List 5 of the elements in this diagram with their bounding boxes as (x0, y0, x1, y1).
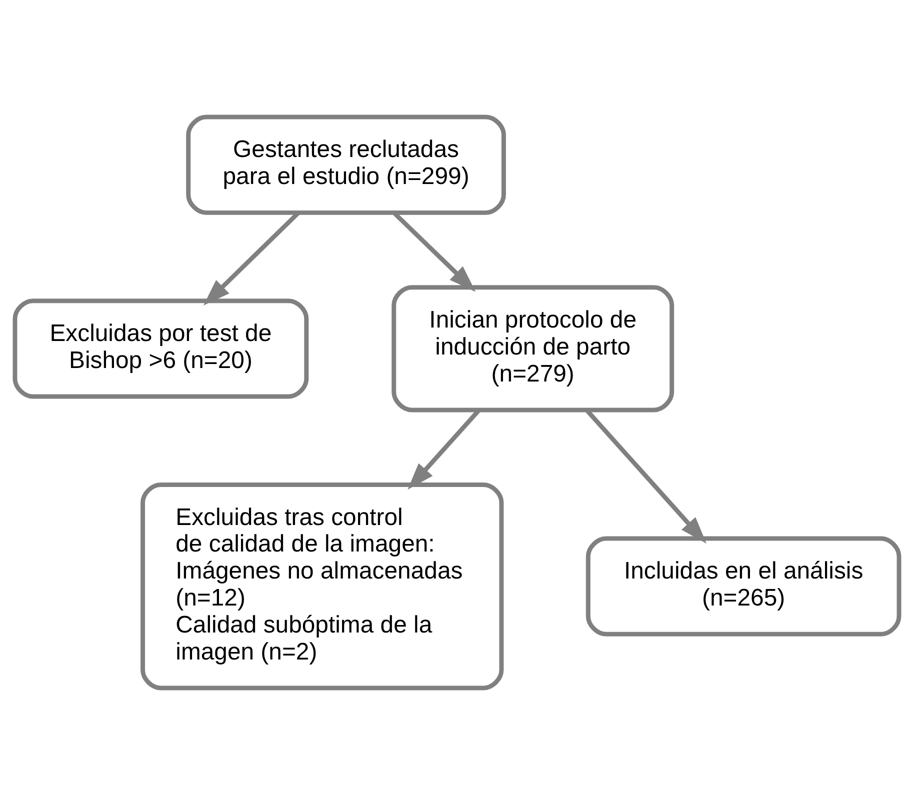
node-box: Gestantes reclutadas para el estudio (n=299) (186, 114, 506, 215)
node-box: Inician protocolo de inducción de parto (n=279) (391, 285, 674, 412)
node-box: Excluidas tras control de calidad de la imagen: Imágenes no almacenadas (n=12) Calidad subóptima de la imagen (n=2) (140, 482, 504, 690)
node-box: Incluidas en el análisis (n=265) (585, 536, 901, 636)
node-box: Excluidas por test de Bishop >6 (n=20) (12, 298, 308, 399)
